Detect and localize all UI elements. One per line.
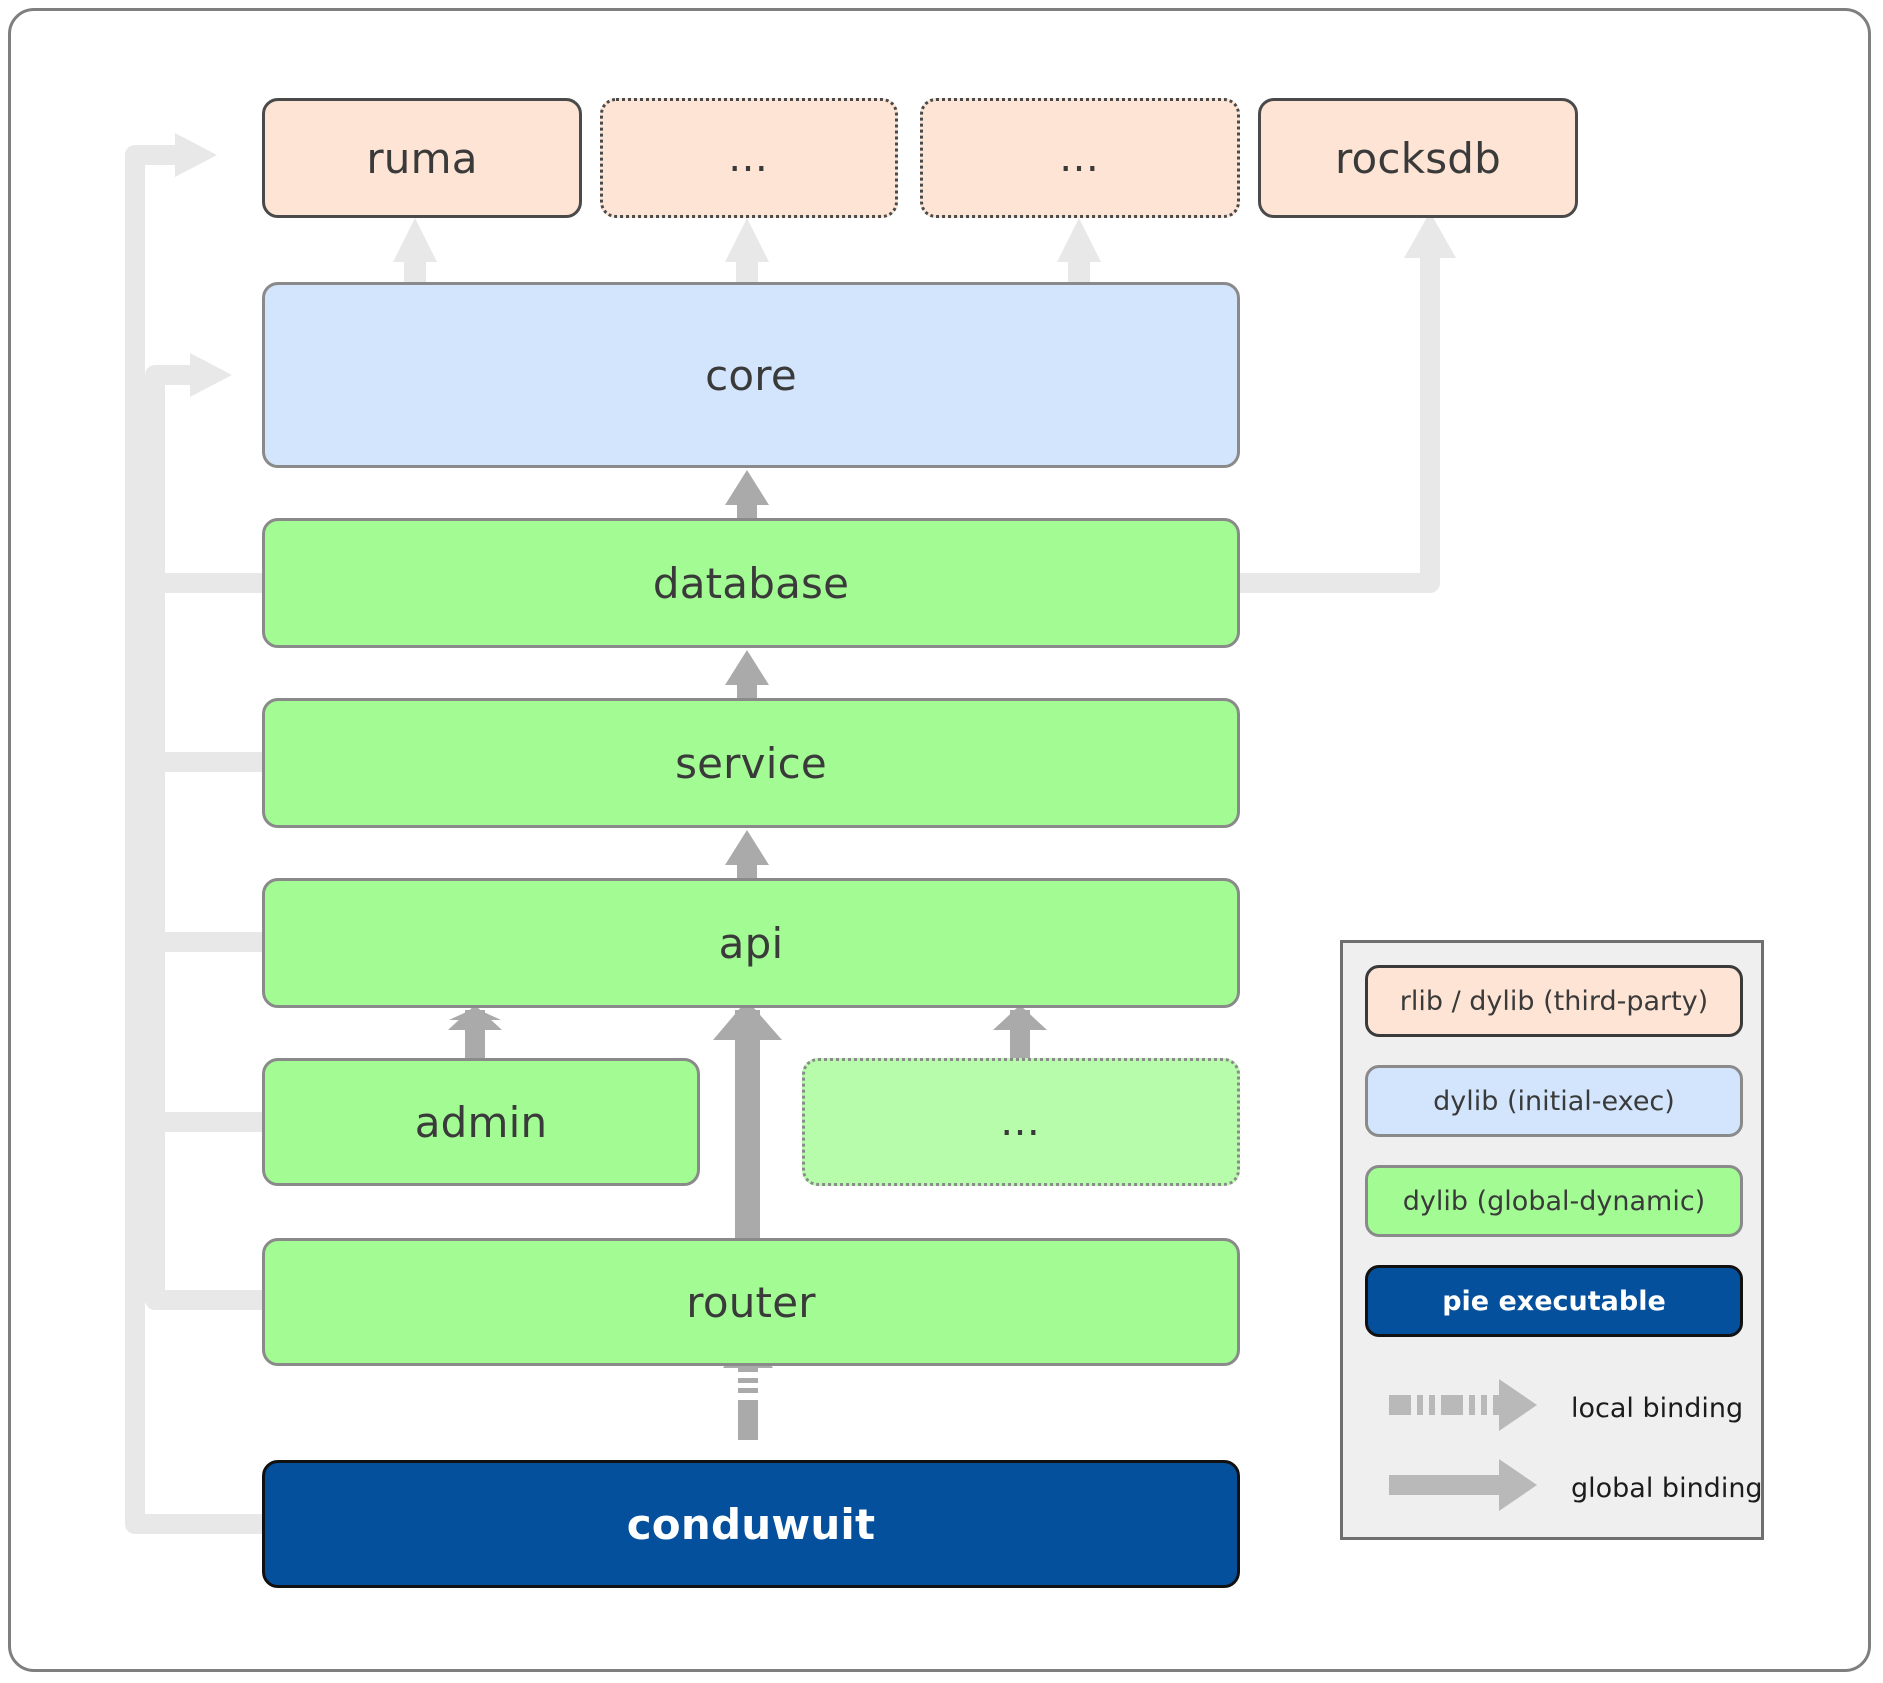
- node-conduwuit[interactable]: conduwuit: [262, 1460, 1240, 1588]
- node-global-dynamic-placeholder-label: …: [1000, 1099, 1042, 1145]
- legend-swatch-pie-executable: pie executable: [1365, 1265, 1743, 1337]
- legend-global-binding-label: global binding: [1571, 1473, 1763, 1504]
- legend-local-binding-arrow-icon: [1389, 1379, 1537, 1431]
- node-api[interactable]: api: [262, 878, 1240, 1008]
- legend-swatch-global-dynamic-label: dylib (global-dynamic): [1402, 1185, 1706, 1217]
- legend-swatch-initial-exec: dylib (initial-exec): [1365, 1065, 1743, 1137]
- legend-swatch-global-dynamic: dylib (global-dynamic): [1365, 1165, 1743, 1237]
- legend-global-binding-arrow-icon: [1389, 1459, 1537, 1511]
- legend-swatch-pie-executable-label: pie executable: [1442, 1285, 1666, 1317]
- node-ruma-label: ruma: [366, 133, 478, 183]
- node-third-party-placeholder-2-label: …: [1059, 135, 1101, 181]
- node-conduwuit-label: conduwuit: [626, 1499, 876, 1549]
- node-router[interactable]: router: [262, 1238, 1240, 1366]
- node-admin[interactable]: admin: [262, 1058, 700, 1186]
- node-rocksdb[interactable]: rocksdb: [1258, 98, 1578, 218]
- legend-panel: rlib / dylib (third-party) dylib (initia…: [1340, 940, 1764, 1540]
- legend-swatch-third-party: rlib / dylib (third-party): [1365, 965, 1743, 1037]
- node-rocksdb-label: rocksdb: [1334, 133, 1502, 183]
- legend-local-binding-label: local binding: [1571, 1393, 1744, 1424]
- node-core[interactable]: core: [262, 282, 1240, 468]
- node-service[interactable]: service: [262, 698, 1240, 828]
- legend-swatch-initial-exec-label: dylib (initial-exec): [1433, 1085, 1675, 1117]
- node-database-label: database: [652, 558, 850, 608]
- legend-swatch-third-party-label: rlib / dylib (third-party): [1399, 985, 1709, 1017]
- node-global-dynamic-placeholder[interactable]: …: [802, 1058, 1240, 1186]
- node-third-party-placeholder-1-label: …: [728, 135, 770, 181]
- node-admin-label: admin: [414, 1097, 548, 1147]
- node-core-label: core: [705, 350, 797, 400]
- node-api-label: api: [718, 918, 784, 968]
- node-third-party-placeholder-1[interactable]: …: [600, 98, 898, 218]
- node-ruma[interactable]: ruma: [262, 98, 582, 218]
- node-service-label: service: [675, 738, 827, 788]
- node-router-label: router: [686, 1277, 816, 1327]
- node-third-party-placeholder-2[interactable]: …: [920, 98, 1240, 218]
- node-database[interactable]: database: [262, 518, 1240, 648]
